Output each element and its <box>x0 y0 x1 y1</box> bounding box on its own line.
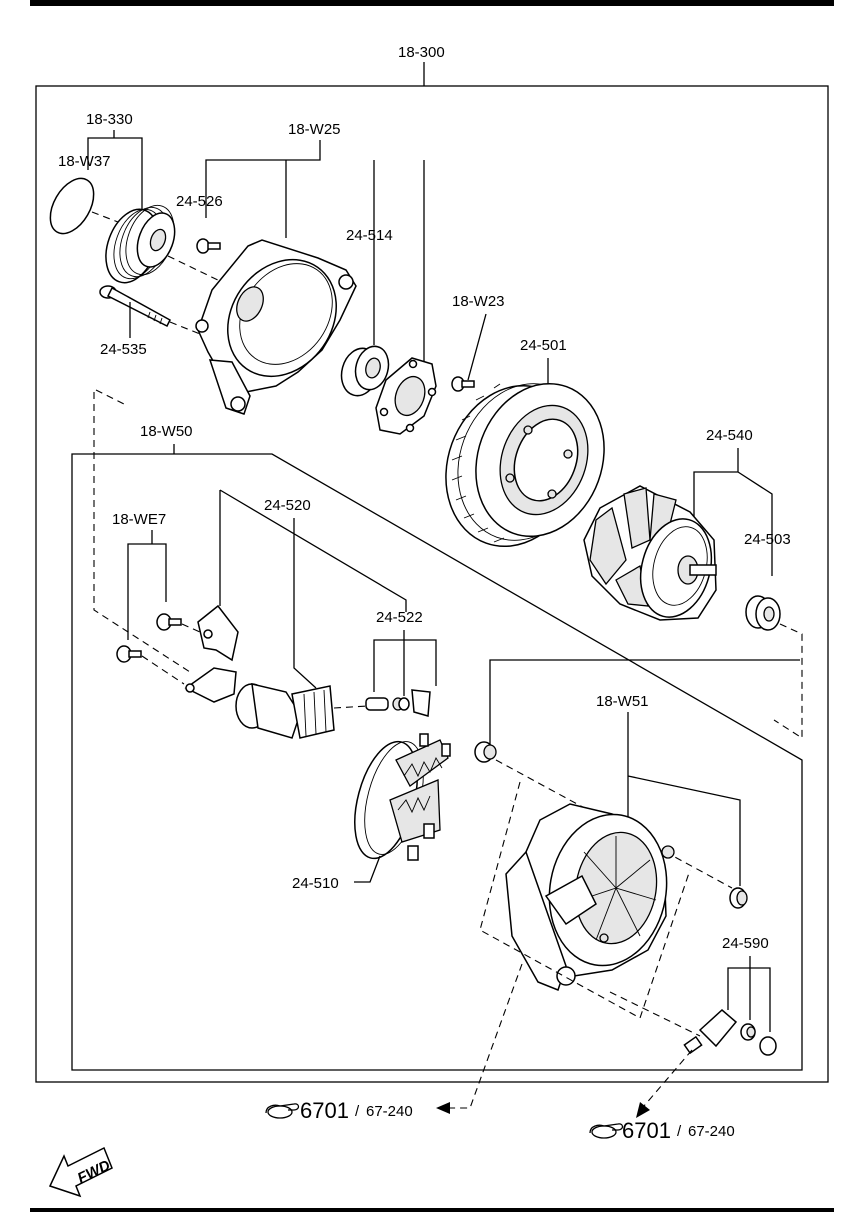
hand-pointer-icon <box>589 1123 624 1139</box>
pulley <box>105 204 176 284</box>
label-24-590: 24-590 <box>722 935 769 952</box>
label-18-300: 18-300 <box>398 44 445 61</box>
brush <box>365 689 431 717</box>
label-24-522: 24-522 <box>376 609 423 626</box>
reference-2[interactable]: 6701 / 67-240 <box>589 1118 735 1143</box>
label-18-W51: 18-W51 <box>596 693 649 710</box>
label-18-WE7: 18-WE7 <box>112 511 166 528</box>
through-bolt <box>99 285 171 328</box>
bottom-rule <box>30 1208 834 1212</box>
reference-1[interactable]: 6701 / 67-240 <box>265 1098 413 1123</box>
hand-pointer-icon <box>265 1103 300 1119</box>
rear-cover-nut <box>474 741 497 763</box>
label-24-501: 24-501 <box>520 337 567 354</box>
assembly-box <box>35 85 829 1083</box>
regulator-bracket <box>184 604 239 703</box>
label-18-W25: 18-W25 <box>288 121 341 138</box>
ref-2-sep: / <box>677 1123 682 1140</box>
front-housing <box>195 239 357 415</box>
regulator-screw-2 <box>116 645 142 663</box>
front-bearing <box>340 345 390 397</box>
stator-screw <box>451 376 475 392</box>
terminal-washer <box>759 1036 777 1056</box>
rear-cover <box>505 803 675 991</box>
label-24-540: 24-540 <box>706 427 753 444</box>
label-24-510: 24-510 <box>292 875 339 892</box>
regulator-screw-1 <box>156 613 182 631</box>
screw-24-526 <box>196 238 221 254</box>
ref-2-sub: 67-240 <box>688 1123 735 1140</box>
terminal-bolt <box>683 1008 738 1055</box>
ref-arrow-1 <box>436 1102 450 1114</box>
label-24-526: 24-526 <box>176 193 223 210</box>
label-24-535: 24-535 <box>100 341 147 358</box>
label-24-514: 24-514 <box>346 227 393 244</box>
pulley-cap <box>49 177 95 235</box>
top-rule <box>30 0 834 6</box>
rectifier <box>354 733 451 861</box>
label-18-W23: 18-W23 <box>452 293 505 310</box>
ref-arrow-2 <box>636 1102 650 1118</box>
label-24-503: 24-503 <box>744 531 791 548</box>
ref-1-main: 6701 <box>300 1098 349 1123</box>
rear-cover-nut-2 <box>729 887 748 909</box>
ref-1-sep: / <box>355 1103 360 1120</box>
label-18-W37: 18-W37 <box>58 153 111 170</box>
regulator-body <box>235 683 335 739</box>
label-18-330: 18-330 <box>86 111 133 128</box>
terminal-nut <box>740 1023 756 1041</box>
bearing-retainer <box>375 357 437 435</box>
rotor <box>583 485 717 621</box>
label-24-520: 24-520 <box>264 497 311 514</box>
rear-bearing <box>745 595 781 631</box>
ref-1-sub: 67-240 <box>366 1103 413 1120</box>
label-18-W50: 18-W50 <box>140 423 193 440</box>
stator <box>445 382 605 548</box>
ref-2-main: 6701 <box>622 1118 671 1143</box>
fwd-arrow-icon: FWD <box>48 1146 113 1198</box>
